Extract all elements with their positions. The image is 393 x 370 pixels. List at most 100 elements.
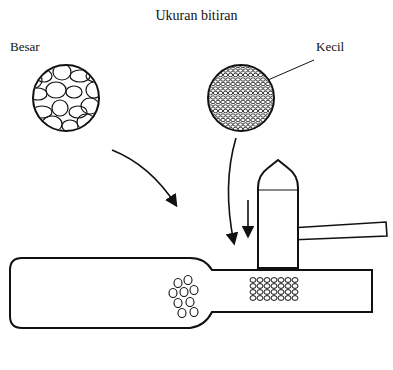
grain (258, 109, 262, 112)
grain (213, 91, 217, 94)
grain (213, 127, 217, 130)
grain (223, 87, 227, 90)
grain (46, 82, 66, 98)
grain (174, 279, 182, 288)
grain (241, 100, 245, 103)
grain (231, 118, 235, 121)
grain (241, 114, 245, 117)
grain (285, 290, 291, 295)
grain (238, 87, 242, 90)
grain (250, 290, 256, 295)
grain (231, 82, 235, 85)
grain (206, 118, 210, 121)
grain (233, 87, 237, 90)
grain (292, 296, 298, 301)
grain (273, 69, 277, 72)
grain (236, 96, 240, 99)
grain (218, 105, 222, 108)
grain (271, 78, 275, 81)
grain (211, 100, 215, 103)
grain (228, 87, 232, 90)
grain (216, 78, 220, 81)
grain (221, 96, 225, 99)
grain (264, 296, 270, 301)
grain (253, 73, 257, 76)
grain (273, 123, 277, 126)
grain (261, 100, 265, 103)
grain (263, 69, 267, 72)
grain (238, 109, 242, 112)
grain (208, 73, 212, 76)
grain (216, 114, 220, 117)
grain (268, 73, 272, 76)
grain (248, 69, 252, 72)
grain (206, 114, 210, 117)
grain (216, 96, 220, 99)
grain (264, 290, 270, 295)
grain (241, 78, 245, 81)
grain (233, 109, 237, 112)
grain (226, 78, 230, 81)
grain (268, 91, 272, 94)
hammer-head (258, 160, 298, 268)
grain (257, 296, 263, 301)
grain (221, 118, 225, 121)
diagram-title: Ukuran bitiran (0, 8, 393, 23)
grain (264, 278, 270, 283)
hammer-handle (290, 222, 387, 240)
grain (218, 87, 222, 90)
grain (213, 87, 217, 90)
grain (206, 64, 210, 67)
grain (258, 91, 262, 94)
small-grains-in-bar (250, 278, 298, 301)
grain (238, 123, 242, 126)
grain (256, 100, 260, 103)
grain (236, 82, 240, 85)
grain (226, 82, 230, 85)
grain (231, 100, 235, 103)
grain (223, 73, 227, 76)
grain (180, 288, 188, 297)
grain (261, 64, 265, 67)
leader-line (268, 60, 314, 80)
grain (278, 278, 284, 283)
grain (257, 284, 263, 289)
grain (256, 64, 260, 67)
grain (263, 87, 267, 90)
grain (226, 100, 230, 103)
grain (271, 296, 277, 301)
grain (213, 105, 217, 108)
grain (251, 100, 255, 103)
grain (292, 284, 298, 289)
grain (266, 64, 270, 67)
pointer-arrow (228, 138, 236, 243)
grain (246, 100, 250, 103)
grain (69, 106, 87, 118)
grain (292, 290, 298, 295)
grain (216, 100, 220, 103)
grain (248, 73, 252, 76)
grain (241, 96, 245, 99)
large-grains-in-bar (169, 276, 198, 318)
grain (190, 308, 198, 317)
grain (213, 69, 217, 72)
grain (228, 91, 232, 94)
grain (273, 109, 277, 112)
grain (213, 123, 217, 126)
grain (236, 100, 240, 103)
grain (292, 278, 298, 283)
grain (233, 91, 237, 94)
grain (251, 96, 255, 99)
grain (285, 284, 291, 289)
grain (233, 73, 237, 76)
grain (258, 105, 262, 108)
grain (278, 284, 284, 289)
grain (263, 109, 267, 112)
grain (251, 114, 255, 117)
grain (184, 276, 192, 285)
grain (190, 286, 198, 295)
grain (271, 118, 275, 121)
grain (218, 91, 222, 94)
grain (285, 278, 291, 283)
grain (271, 114, 275, 117)
